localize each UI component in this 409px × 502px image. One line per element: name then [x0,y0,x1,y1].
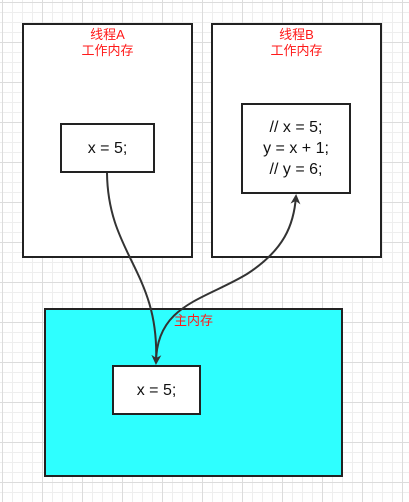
thread-b-code-line-1: // x = 5; [269,119,323,136]
thread-b-code-line-2: y = x + 1; [263,140,329,157]
main-memory-code: x = 5; [136,381,177,399]
thread-a-title: 线程A 工作内存 [24,27,191,59]
thread-a-code: x = 5; [87,139,128,157]
thread-a-name: 线程A [90,27,125,42]
thread-a-memory-label: 工作内存 [81,43,134,58]
thread-b-name: 线程B [279,27,314,42]
thread-a-variable-box: x = 5; [60,123,155,173]
thread-b-variable-box: // x = 5; y = x + 1; // y = 6; [241,103,351,194]
thread-b-memory-label: 工作内存 [270,43,323,58]
thread-b-title: 线程B 工作内存 [213,27,380,59]
main-memory-title: 主内存 [173,313,213,328]
thread-b-code-line-3: // y = 6; [269,161,323,178]
main-memory-variable-box: x = 5; [112,365,201,415]
